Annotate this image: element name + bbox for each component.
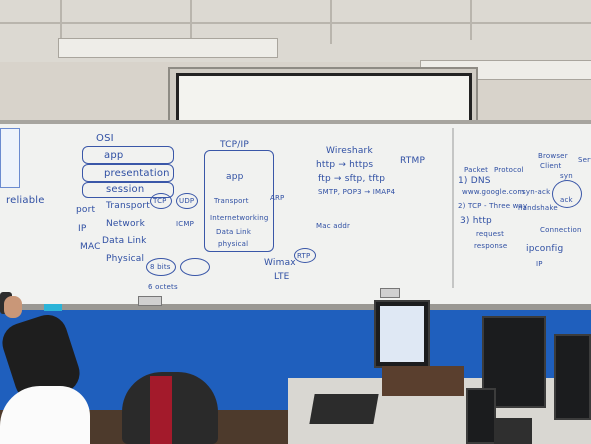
whiteboard-text-udp: UDP [179, 197, 195, 205]
keyboard [309, 394, 379, 424]
whiteboard-text-synack: syn-ack [522, 188, 551, 196]
whiteboard-text-tcpip-app: app [226, 172, 244, 182]
whiteboard-text-packet: Packet [464, 166, 489, 174]
osi-layer-box [82, 146, 174, 164]
whiteboard-text-ack: ack [560, 196, 573, 204]
ceiling-grid-line [60, 0, 62, 40]
rtp-circle [294, 248, 316, 263]
hand [4, 296, 22, 318]
whiteboard-text-tcpip-transport: Transport [214, 197, 249, 205]
whiteboard-text-syn: syn [560, 172, 573, 180]
osi-layer-box [82, 182, 174, 198]
whiteboard-text-network: Network [106, 219, 145, 229]
whiteboard-text-tcpip: TCP/IP [220, 140, 249, 150]
whiteboard-text-ftp: ftp → sftp, tftp [318, 174, 386, 184]
marker-tray [138, 296, 162, 306]
whiteboard-text-wimax: Wimax [264, 258, 296, 268]
marker-tray [380, 288, 400, 298]
whiteboard-text-physical: Physical [106, 254, 145, 264]
tcp-circle [150, 193, 172, 209]
whiteboard-text-session: session [106, 184, 145, 195]
whiteboard-text-tcp: TCP [153, 197, 167, 205]
whiteboard-text-http-step: 3) http [460, 216, 492, 226]
whiteboard-text-reliable: reliable [6, 195, 45, 206]
person-shirt [0, 386, 90, 444]
whiteboard-text-lte: LTE [274, 272, 290, 282]
whiteboard-text-google: www.google.com [462, 188, 525, 196]
whiteboard-text-datalink: Data Link [102, 236, 147, 246]
whiteboard-text-port: port [76, 205, 96, 215]
whiteboard-text-protocol: Protocol [494, 166, 524, 174]
whiteboard-text-transport: Transport [106, 201, 151, 211]
whiteboard-text-smtp: SMTP, POP3 → IMAP4 [318, 188, 396, 196]
osi-layer-box [82, 164, 174, 182]
whiteboard [0, 120, 591, 310]
ceiling-light [58, 38, 278, 58]
whiteboard-text-8bits: 8 bits [150, 263, 171, 271]
whiteboard-text-arp: ARP [270, 194, 285, 202]
whiteboard-divider [452, 128, 454, 288]
chair-accent [150, 376, 172, 444]
monitor-screen [380, 306, 424, 362]
document-tray [382, 366, 464, 396]
whiteboard-text-server: Server [578, 156, 591, 164]
whiteboard-text-rtp: RTP [297, 252, 311, 260]
ceiling-grid-line [0, 22, 591, 24]
whiteboard-text-dns: 1) DNS [458, 176, 491, 186]
whiteboard-text-ip-right: IP [536, 260, 543, 268]
octet-circle [180, 258, 210, 276]
handshake-circle [552, 180, 582, 208]
whiteboard-text-icmp: ICMP [176, 220, 195, 228]
monitor [554, 334, 591, 420]
whiteboard-text-tcpip-physical: physical [218, 240, 249, 248]
whiteboard-text-handshake: handshake [518, 204, 558, 212]
whiteboard-text-mac: MAC [80, 242, 101, 252]
whiteboard-text-app: app [104, 150, 124, 161]
whiteboard-text-ip: IP [78, 224, 87, 234]
whiteboard-text-request: request [476, 230, 505, 238]
udp-circle [176, 193, 198, 209]
whiteboard-text-internetworking: Internetworking [210, 214, 269, 222]
whiteboard-text-connection: Connection [540, 226, 582, 234]
whiteboard-text-ipconfig: ipconfig [526, 244, 564, 254]
pen-holder [494, 418, 532, 444]
projector-screen [176, 73, 472, 123]
whiteboard-text-osi: OSI [96, 133, 114, 144]
whiteboard-text-presentation: presentation [104, 168, 170, 179]
whiteboard-text-rtmp: RTMP [400, 156, 426, 166]
whiteboard-text-6octets: 6 octets [148, 283, 178, 291]
whiteboard-text-tcpip-datalink: Data Link [216, 228, 252, 236]
octet-circle [146, 258, 176, 276]
tcpip-stack-box [204, 150, 274, 252]
whiteboard-text-tcp-threeway: 2) TCP - Three way [458, 202, 528, 210]
whiteboard-text-macaddr: Mac addr [316, 222, 351, 230]
whiteboard-text-response: response [474, 242, 508, 250]
whiteboard-text-browser: Browser [538, 152, 568, 160]
ceiling-grid-line [470, 0, 472, 40]
monitor [466, 388, 496, 444]
whiteboard-text-client: Client [540, 162, 562, 170]
sticky-note [0, 128, 20, 188]
whiteboard-text-http: http → https [316, 160, 374, 170]
monitor [482, 316, 546, 408]
whiteboard-eraser [44, 304, 62, 311]
whiteboard-text-wireshark: Wireshark [326, 146, 373, 156]
